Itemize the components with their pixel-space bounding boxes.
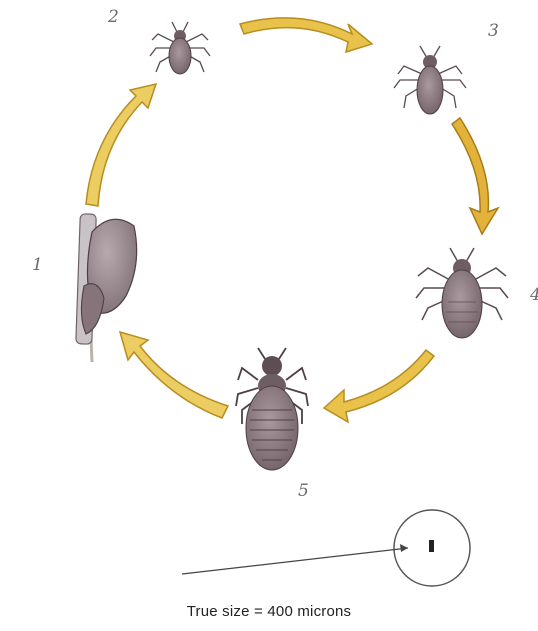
true-size-dot [429,540,434,552]
egg-lower [81,284,104,334]
arrow-5-to-1 [120,332,228,418]
stage-label-2: 2 [107,7,119,27]
stage-label-5: 5 [298,481,309,501]
true-size-caption: True size = 400 microns [0,603,538,620]
stage-label-1: 1 [32,255,43,275]
arrow-3-to-4 [452,118,498,234]
stage-2-nymph [150,22,210,74]
arrow-1-to-2 [86,84,156,206]
pointer-line [182,548,408,574]
stage-label-4: 4 [529,285,538,305]
stage-3-nymph [394,46,466,114]
stage-4-nymph [416,248,508,338]
stage-label-3: 3 [488,21,499,41]
true-size-indicator [182,510,470,586]
stage-5-adult [236,348,308,470]
arrow-2-to-3 [240,18,372,52]
arrow-4-to-5 [324,350,434,422]
